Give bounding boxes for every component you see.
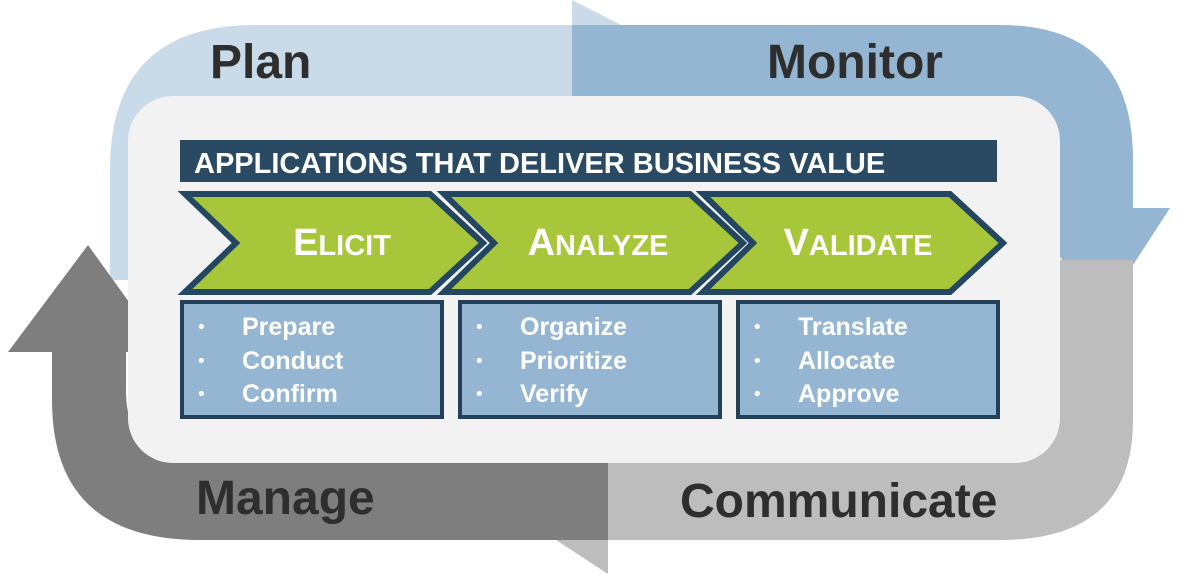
monitor-label: Monitor	[767, 36, 943, 89]
chevron-analyze: ANALYZE	[436, 191, 748, 295]
chevron-elicit-label: ELICIT	[293, 222, 391, 264]
manage-label: Manage	[196, 472, 375, 525]
task-box-elicit: • Prepare • Conduct • Confirm	[180, 300, 444, 419]
task-item: Confirm	[242, 380, 338, 408]
task-item: Conduct	[242, 347, 344, 375]
task-item: Prepare	[242, 313, 335, 341]
task-item: Approve	[798, 380, 900, 408]
bullet: •	[196, 351, 207, 372]
banner-title: APPLICATIONS THAT DELIVER BUSINESS VALUE	[194, 148, 885, 180]
chevron-validate: VALIDATE	[695, 191, 1008, 295]
plan-arrow	[110, 0, 690, 280]
task-item: Organize	[520, 313, 627, 341]
bullet: •	[752, 351, 763, 372]
bullet: •	[196, 317, 207, 338]
bullet: •	[752, 317, 763, 338]
bullet: •	[474, 351, 485, 372]
bullet: •	[196, 384, 207, 405]
bullet: •	[752, 384, 763, 405]
communicate-arrow	[495, 260, 1133, 574]
task-box-validate: • Translate • Allocate • Approve	[736, 300, 1000, 419]
communicate-label: Communicate	[680, 475, 997, 528]
bullet: •	[474, 317, 485, 338]
banner	[180, 140, 997, 182]
chevron-elicit: ELICIT	[177, 191, 488, 295]
task-item: Verify	[520, 380, 588, 408]
bullet: •	[474, 384, 485, 405]
manage-arrow	[8, 245, 608, 540]
chevron-validate-label: VALIDATE	[784, 222, 933, 264]
task-box-analyze: • Organize • Prioritize • Verify	[458, 300, 722, 419]
chevron-analyze-label: ANALYZE	[528, 222, 669, 264]
task-item: Prioritize	[520, 347, 627, 375]
task-item: Translate	[798, 313, 908, 341]
plan-label: Plan	[210, 36, 311, 89]
task-item: Allocate	[798, 347, 895, 375]
